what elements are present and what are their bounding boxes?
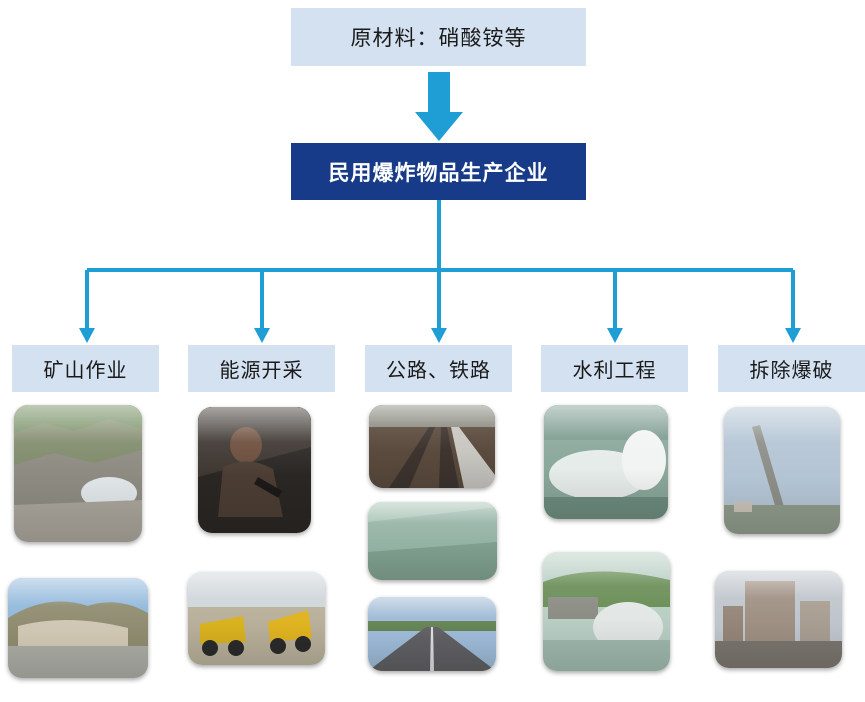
category-label: 水利工程 — [573, 354, 657, 383]
category-road-rail: 公路、铁路 — [365, 345, 512, 392]
category-demolition: 拆除爆破 — [718, 345, 865, 392]
category-mining: 矿山作业 — [12, 345, 159, 392]
mining-trucks-photo — [188, 572, 325, 665]
coal-miner-photo — [198, 407, 311, 533]
enterprise-box: 民用爆炸物品生产企业 — [291, 143, 586, 200]
category-label: 公路、铁路 — [386, 354, 491, 383]
category-energy: 能源开采 — [188, 345, 335, 392]
category-label: 拆除爆破 — [750, 354, 834, 383]
category-water: 水利工程 — [541, 345, 688, 392]
building-demolition-photo — [715, 571, 842, 668]
chimney-demolition-photo — [724, 407, 840, 534]
enterprise-label: 民用爆炸物品生产企业 — [329, 157, 549, 187]
dam-demolition-photo — [543, 552, 670, 671]
road-slope-photo — [368, 502, 497, 580]
mining-quarry-photo — [14, 405, 142, 542]
highway-photo — [368, 597, 496, 671]
category-label: 能源开采 — [220, 354, 304, 383]
category-label: 矿山作业 — [44, 354, 128, 383]
down-arrow-icon — [415, 72, 463, 141]
raw-material-label: 原材料：硝酸铵等 — [351, 22, 527, 52]
mining-pit-photo — [8, 578, 148, 678]
branch-arrows — [79, 270, 801, 343]
raw-material-box: 原材料：硝酸铵等 — [291, 8, 586, 66]
water-blast-photo — [544, 405, 668, 519]
railway-track-photo — [369, 405, 495, 488]
